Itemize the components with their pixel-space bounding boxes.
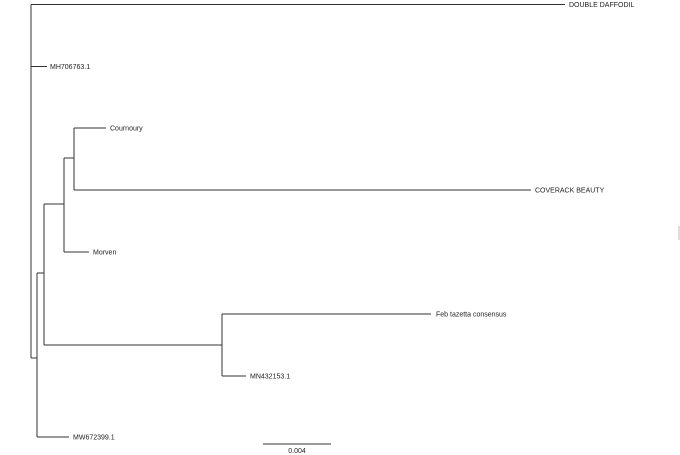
scale-bar: 0.004 bbox=[263, 443, 331, 455]
tip-labels: DOUBLE DAFFODIL MH706763.1 Cournoury COV… bbox=[50, 2, 634, 442]
tree-branches bbox=[30, 4, 565, 438]
tip-label-mh706763: MH706763.1 bbox=[50, 64, 90, 71]
tip-label-morven: Morven bbox=[93, 250, 116, 257]
window-edge-scroll-indicator bbox=[678, 226, 680, 240]
tip-label-coverack-beauty: COVERACK BEAUTY bbox=[535, 188, 605, 195]
tip-label-mw672399: MW672399.1 bbox=[73, 435, 115, 442]
tip-label-mn432153: MN432153.1 bbox=[250, 374, 290, 381]
tip-label-feb-tazetta: Feb tazetta consensus bbox=[436, 312, 507, 319]
tip-label-double-daffodil: DOUBLE DAFFODIL bbox=[569, 2, 634, 9]
scale-bar-label: 0.004 bbox=[288, 448, 306, 455]
tip-label-cournoury: Cournoury bbox=[110, 126, 143, 133]
